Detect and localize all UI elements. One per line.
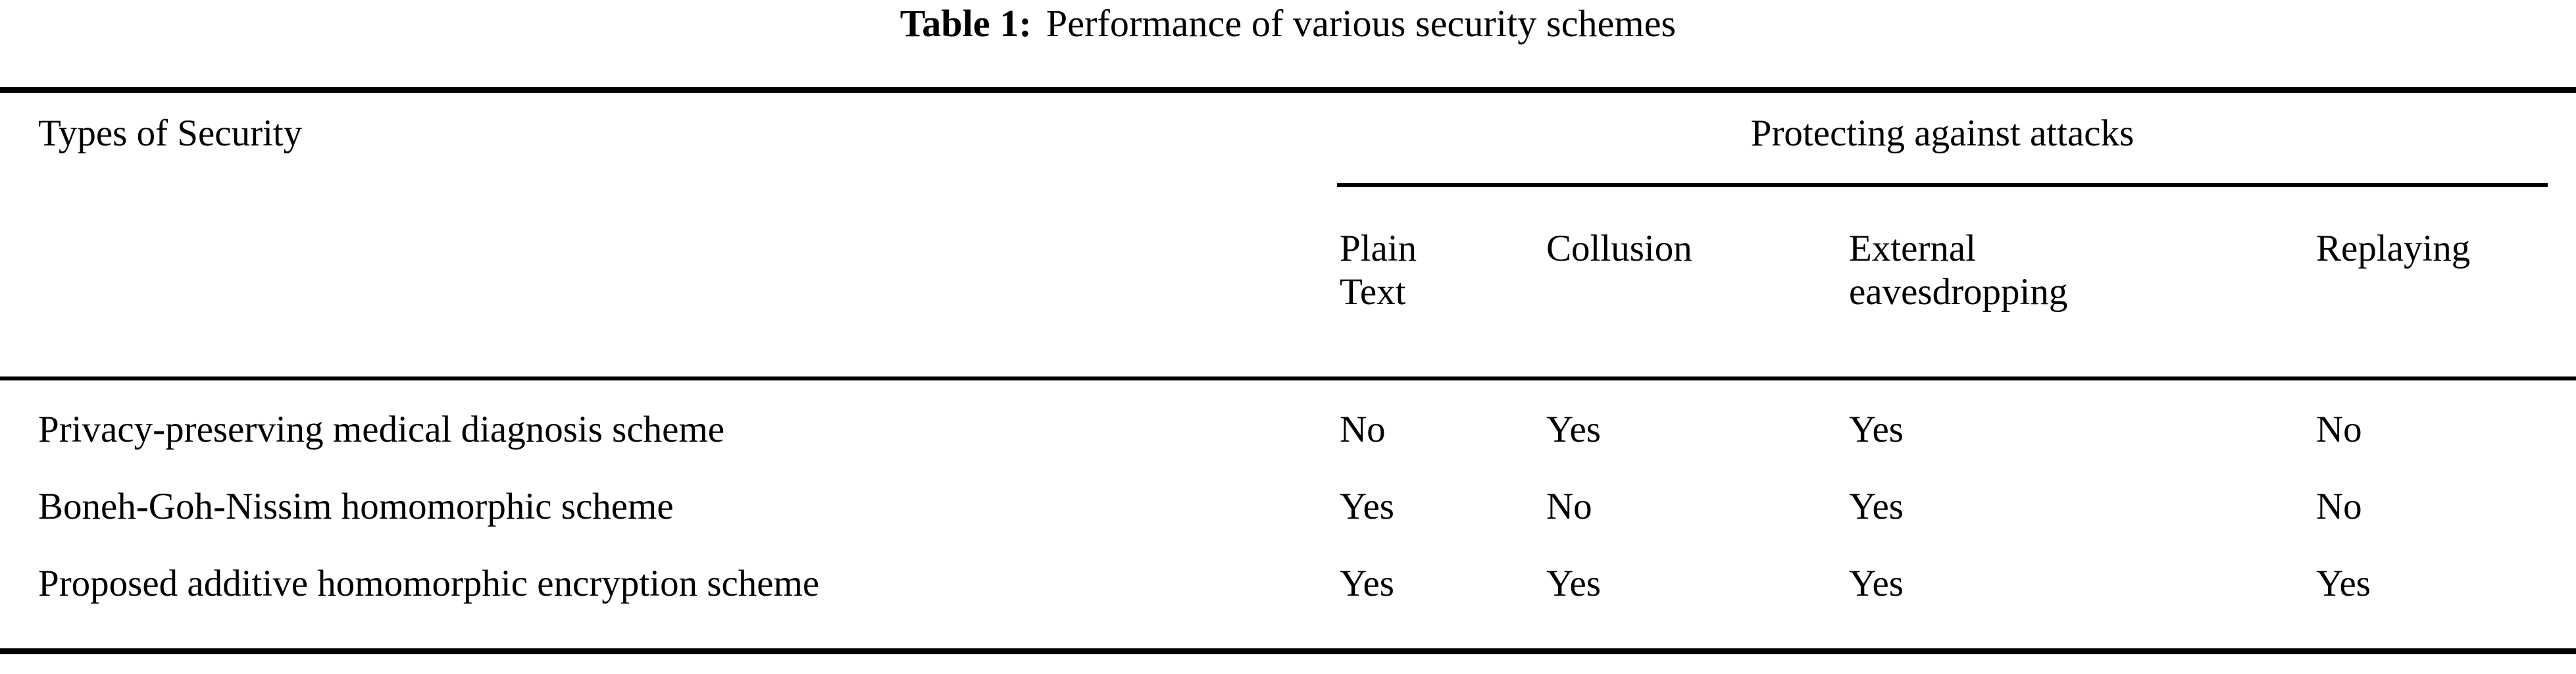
table-cell: Yes xyxy=(1849,563,1904,604)
table-row-label: Boneh-Goh-Nissim homomorphic scheme xyxy=(38,486,674,527)
table-top-rule xyxy=(0,87,2576,93)
table-cell: Yes xyxy=(1340,563,1394,604)
column-header-replaying-line1: Replaying xyxy=(2316,228,2471,269)
table-cell: Yes xyxy=(1849,486,1904,527)
column-header-replaying: Replaying xyxy=(2316,227,2470,271)
column-header-collusion-line1: Collusion xyxy=(1546,228,1692,269)
column-header-external-eavesdropping-line1: External xyxy=(1849,228,1977,269)
column-header-external-eavesdropping-line2: eavesdropping xyxy=(1849,271,2068,313)
table-cell: Yes xyxy=(1340,486,1394,527)
column-header-plain-text-line2: Text xyxy=(1340,271,1406,313)
table-bottom-rule xyxy=(0,648,2576,654)
table-cell: No xyxy=(1340,409,1386,450)
table-row-label: Proposed additive homomorphic encryption… xyxy=(38,563,820,604)
header-body-rule xyxy=(0,376,2576,380)
column-header-plain-text: Plain Text xyxy=(1340,227,1417,314)
column-header-plain-text-line1: Plain xyxy=(1340,228,1417,269)
table-cell: No xyxy=(1546,486,1592,527)
column-header-collusion: Collusion xyxy=(1546,227,1692,271)
table-row-label: Privacy-preserving medical diagnosis sch… xyxy=(38,409,725,450)
column-header-external-eavesdropping: External eavesdropping xyxy=(1849,227,2067,314)
row-header-label: Types of Security xyxy=(38,113,303,154)
caption-label: Table 1: xyxy=(899,2,1032,45)
table-cell: Yes xyxy=(2316,563,2371,604)
table-cell: No xyxy=(2316,486,2362,527)
group-header-rule xyxy=(1337,183,2548,187)
table-cell: No xyxy=(2316,409,2362,450)
table-caption: Table 1: Performance of various security … xyxy=(0,2,2576,45)
group-header-protecting-against-attacks: Protecting against attacks xyxy=(1750,113,2134,154)
caption-text: Performance of various security schemes xyxy=(1046,2,1677,45)
table-cell: Yes xyxy=(1849,409,1904,450)
table-cell: Yes xyxy=(1546,409,1601,450)
table-cell: Yes xyxy=(1546,563,1601,604)
